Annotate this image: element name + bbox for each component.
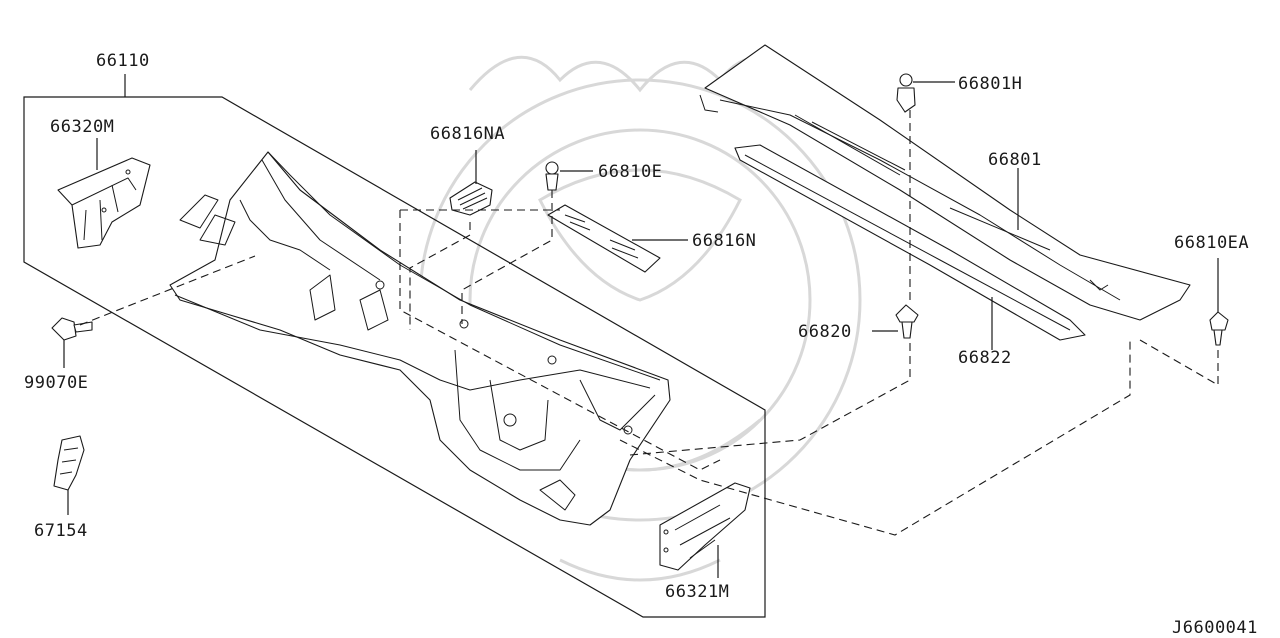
part-66820-clip	[872, 304, 919, 339]
label-66810E: 66810E	[598, 162, 662, 182]
label-66820: 66820	[798, 322, 852, 342]
label-66801: 66801	[988, 150, 1042, 170]
part-67154-bracket	[53, 435, 85, 515]
part-66801H-clip	[896, 73, 955, 113]
part-66801-cowl-top	[699, 44, 1191, 321]
label-66816NA: 66816NA	[430, 124, 505, 144]
part-66320M-bracket	[57, 138, 151, 249]
label-99070E: 99070E	[24, 373, 88, 393]
label-66822: 66822	[958, 348, 1012, 368]
label-66816N: 66816N	[692, 231, 756, 251]
part-99070E-clip	[51, 317, 93, 368]
label-66321M: 66321M	[665, 582, 729, 602]
assembly-outline	[23, 96, 766, 618]
label-66320M: 66320M	[50, 117, 114, 137]
watermark-logo	[418, 55, 862, 582]
label-66801H: 66801H	[958, 74, 1022, 94]
dashed-leaders	[79, 110, 1219, 536]
part-66816N-grille	[547, 204, 688, 273]
part-66321M-bracket	[659, 482, 751, 578]
callout-labels: 66110 66320M 66816NA 66810E 66816N 66801…	[24, 51, 1258, 638]
part-66810EA-clip	[1209, 258, 1229, 346]
label-66810EA: 66810EA	[1174, 233, 1249, 253]
part-66810E-clip	[545, 161, 593, 191]
label-67154: 67154	[34, 521, 88, 541]
drawing-code: J6600041	[1172, 618, 1258, 638]
part-66110-dash-panel	[169, 151, 671, 526]
label-66110: 66110	[96, 51, 150, 71]
